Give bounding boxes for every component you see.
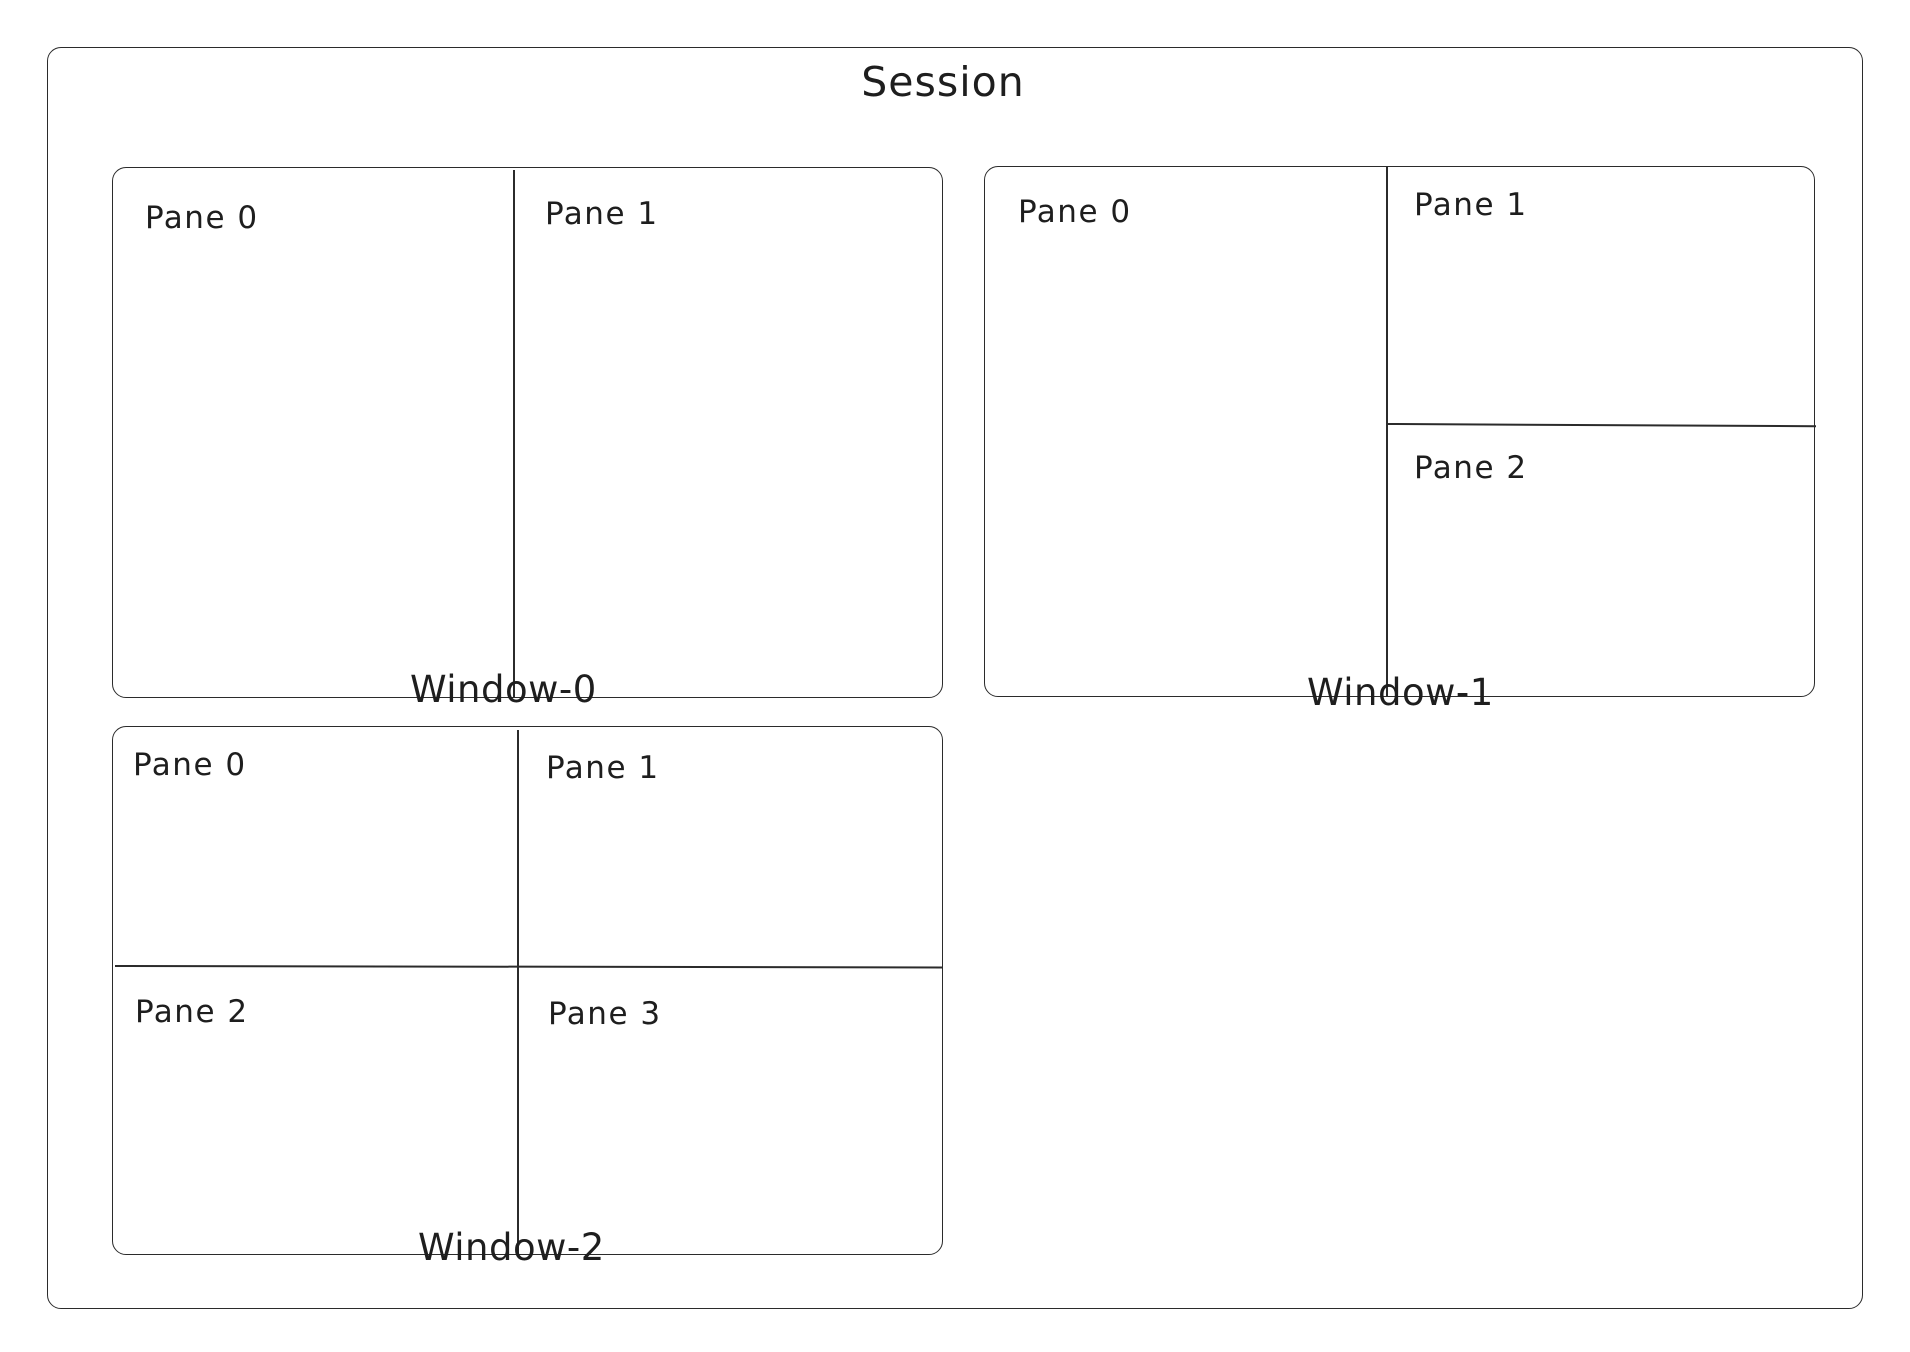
- window-2-label: Window-2: [418, 1226, 605, 1269]
- window-1-vertical-divider: [1386, 166, 1388, 697]
- window-1-pane-1-label: Pane 1: [1414, 187, 1528, 223]
- window-2-pane-3-label: Pane 3: [548, 996, 662, 1032]
- window-0-pane-1-label: Pane 1: [545, 196, 659, 232]
- window-2-pane-0-label: Pane 0: [133, 747, 247, 783]
- session-frame: [47, 47, 1863, 1309]
- window-2-frame: [112, 726, 943, 1255]
- window-0-label: Window-0: [410, 668, 597, 711]
- window-2-pane-1-label: Pane 1: [546, 750, 660, 786]
- window-0-vertical-divider: [513, 170, 515, 697]
- session-title: Session: [861, 58, 1025, 106]
- window-0-frame: [112, 167, 943, 698]
- window-0-pane-0-label: Pane 0: [145, 200, 259, 236]
- window-1-frame: [984, 166, 1815, 697]
- window-1-label: Window-1: [1307, 671, 1494, 714]
- window-2-vertical-divider: [517, 730, 519, 1255]
- window-1-pane-2-label: Pane 2: [1414, 450, 1528, 486]
- window-1-pane-0-label: Pane 0: [1018, 194, 1132, 230]
- window-2-pane-2-label: Pane 2: [135, 994, 249, 1030]
